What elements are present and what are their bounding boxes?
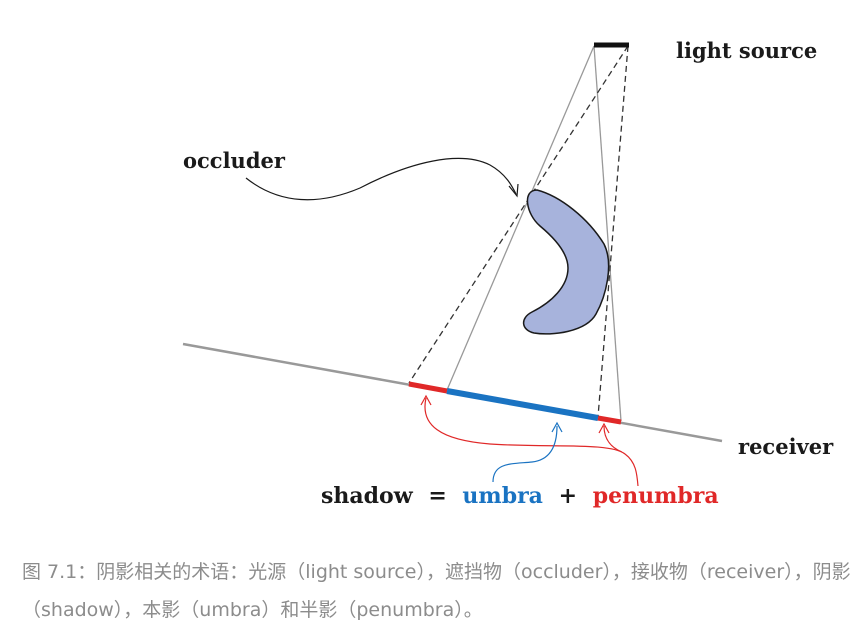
umbra-arrow-curve	[492, 425, 558, 483]
equals-sign: =	[428, 483, 446, 509]
shadow-word: shadow	[321, 483, 414, 509]
umbra-word: umbra	[462, 483, 543, 509]
occluder-label: occluder	[183, 148, 286, 173]
penumbra-left-segment	[408, 381, 448, 394]
penumbra-arrow-curve	[424, 397, 639, 487]
shadow-terminology-diagram: light source occluder receiver shadow = …	[182, 38, 834, 509]
penumbra-word: penumbra	[593, 483, 719, 509]
ray-solid-left	[446, 45, 595, 391]
penumbra-arrow-right-curve	[603, 425, 623, 453]
umbra-segment	[446, 388, 599, 421]
light-source-label: light source	[676, 38, 817, 63]
receiver-label: receiver	[738, 434, 834, 459]
shadow-equation: shadow = umbra + penumbra	[321, 483, 719, 509]
penumbra-arrowhead-left	[420, 394, 432, 406]
ray-dashed-right	[597, 45, 629, 418]
ray-solid-right	[593, 45, 622, 422]
penumbra-arrowhead-right	[598, 422, 610, 434]
umbra-arrowhead	[551, 421, 563, 433]
figure-caption: 图 7.1：阴影相关的术语：光源（light source），遮挡物（occlu…	[22, 561, 851, 621]
penumbra-right-segment	[597, 415, 622, 425]
occluder-pointer-arrowhead	[508, 183, 519, 198]
plus-sign: +	[559, 483, 577, 509]
ray-dashed-left	[408, 45, 629, 384]
occluder-shape	[522, 189, 610, 335]
occluder-pointer-curve	[245, 157, 517, 201]
